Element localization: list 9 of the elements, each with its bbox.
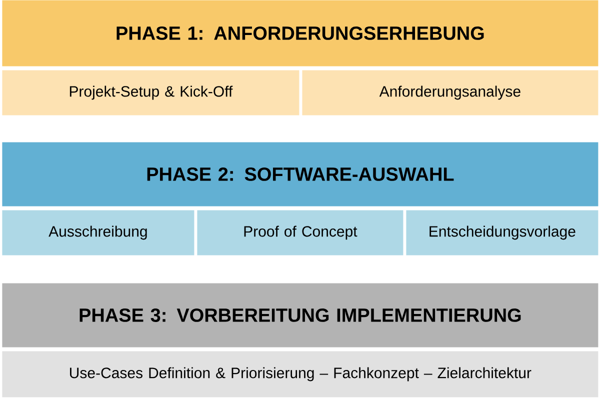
task-cell: Ausschreibung	[2, 210, 194, 256]
task-cell: Proof of Concept	[197, 210, 404, 256]
phase-header: PHASE 1: ANFORDERUNGSERHEBUNG	[2, 0, 598, 66]
task-cell: Entscheidungsvorlage	[406, 210, 598, 256]
phase-header: PHASE 2: SOFTWARE-AUSWAHL	[2, 142, 598, 206]
task-cell: Projekt-Setup & Kick-Off	[2, 70, 300, 116]
phase-header: PHASE 3: VORBEREITUNG IMPLEMENTIERUNG	[2, 283, 598, 348]
task-cell: Use-Cases Definition & Priorisierung – Fachkonzept – Zielarchitektur	[2, 351, 598, 398]
task-cell: Anforderungsanalyse	[302, 70, 598, 116]
